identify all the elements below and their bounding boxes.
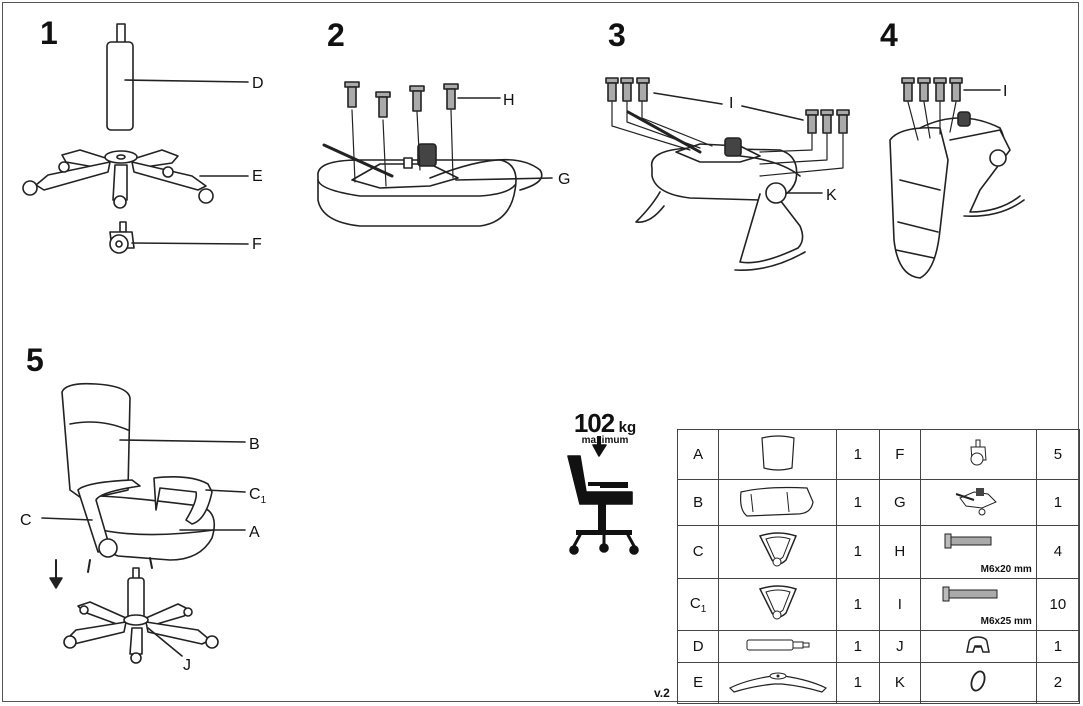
part-letter: E [676, 661, 720, 705]
callout-c: C [20, 512, 32, 529]
part-c1-pic [718, 577, 837, 632]
part-qty: 1 [835, 630, 880, 663]
part-qty: 1 [1035, 630, 1081, 663]
callout-g: G [558, 171, 571, 188]
step-2-seat-illustration [318, 82, 552, 226]
gas-lift-icon [746, 639, 810, 651]
part-a-pic [718, 428, 837, 481]
version-label: v.2 [654, 686, 670, 700]
screw-icon [942, 586, 998, 602]
step-3-number: 3 [608, 17, 626, 53]
screw-icon [944, 533, 992, 549]
caster-icon [970, 439, 987, 466]
callout-b: B [249, 436, 260, 453]
part-qty: 5 [1035, 428, 1081, 481]
weight-limit-chair-icon [568, 436, 638, 554]
weight-unit: kg [618, 419, 637, 436]
step-4-number: 4 [880, 17, 898, 53]
part-e-pic [718, 661, 837, 705]
step-2-number: 2 [327, 17, 345, 53]
part-qty: 10 [1035, 577, 1081, 632]
weight-limit: 102 kg maximum [562, 408, 648, 446]
part-k-pic [919, 661, 1037, 705]
step-3-seat-with-arms-illustration [606, 78, 849, 270]
part-letter: C [676, 525, 720, 579]
part-j-pic [919, 630, 1037, 663]
callout-d: D [252, 75, 264, 92]
callout-j: J [183, 657, 191, 674]
step-5-base-illustration [64, 568, 218, 663]
ring-icon [970, 670, 986, 692]
part-letter: J [878, 630, 921, 663]
part-qty: 1 [835, 577, 880, 632]
step-4-seat-back-illustration [890, 78, 1024, 278]
step-5-chair-illustration [42, 384, 245, 572]
caster-illustration [110, 222, 248, 253]
part-i-pic: M6x25 mm [919, 577, 1037, 632]
table-row: D 1 J 1 [676, 630, 1081, 663]
part-qty: 2 [1035, 661, 1081, 705]
seat-icon [739, 486, 814, 517]
table-row: C 1 H M6x20 mm 4 [676, 525, 1081, 579]
part-qty: 1 [1035, 479, 1081, 526]
part-letter: I [878, 577, 921, 632]
step-1-number: 1 [40, 15, 58, 51]
part-letter: C1 [676, 577, 720, 632]
part-g-pic [919, 479, 1037, 526]
weight-label: maximum [581, 435, 629, 446]
part-letter: B [676, 479, 720, 526]
part-c-pic [718, 525, 837, 579]
gas-lift-illustration [107, 24, 248, 130]
callout-i-step4: I [1003, 83, 1008, 100]
part-letter: H [878, 525, 921, 579]
part-d-pic [718, 630, 837, 663]
backrest-icon [760, 435, 795, 471]
parts-table: A 1 F 5 B 1 G 1 C 1 H M6x20 mm 4 [676, 428, 1081, 705]
part-qty: 1 [835, 525, 880, 579]
callout-h: H [503, 92, 515, 109]
part-qty: 4 [1035, 525, 1081, 579]
part-f-pic [919, 428, 1037, 481]
table-row: B 1 G 1 [676, 479, 1081, 526]
callout-c1: C1 [249, 486, 267, 507]
callout-a: A [249, 524, 260, 541]
cap-icon [966, 635, 991, 653]
part-qty: 1 [835, 428, 880, 481]
part-letter: F [878, 428, 921, 481]
armrest-icon [758, 532, 797, 567]
part-letter: A [676, 428, 720, 481]
star-base-illustration [23, 150, 248, 208]
armrest-icon [758, 584, 797, 620]
screw-size: M6x20 mm [980, 563, 1032, 575]
table-row: C1 1 I M6x25 mm 10 [676, 577, 1081, 632]
part-letter: G [878, 479, 921, 526]
part-qty: 1 [835, 661, 880, 705]
callout-k: K [826, 187, 837, 204]
table-row: E 1 K 2 [676, 661, 1081, 705]
part-qty: 1 [835, 479, 880, 526]
part-letter: K [878, 661, 921, 705]
table-row: A 1 F 5 [676, 428, 1081, 481]
mechanism-icon [955, 487, 998, 516]
weight-value: 102 [573, 408, 615, 438]
callout-e: E [252, 168, 263, 185]
part-b-pic [718, 479, 837, 526]
base-icon [728, 672, 827, 693]
part-letter: D [676, 630, 720, 663]
down-arrow-icon [50, 560, 62, 588]
callout-f: F [252, 236, 262, 253]
screw-size: M6x25 mm [980, 616, 1032, 628]
part-h-pic: M6x20 mm [919, 525, 1037, 579]
step-5-number: 5 [26, 342, 44, 378]
callout-i-step3: I [729, 95, 734, 112]
